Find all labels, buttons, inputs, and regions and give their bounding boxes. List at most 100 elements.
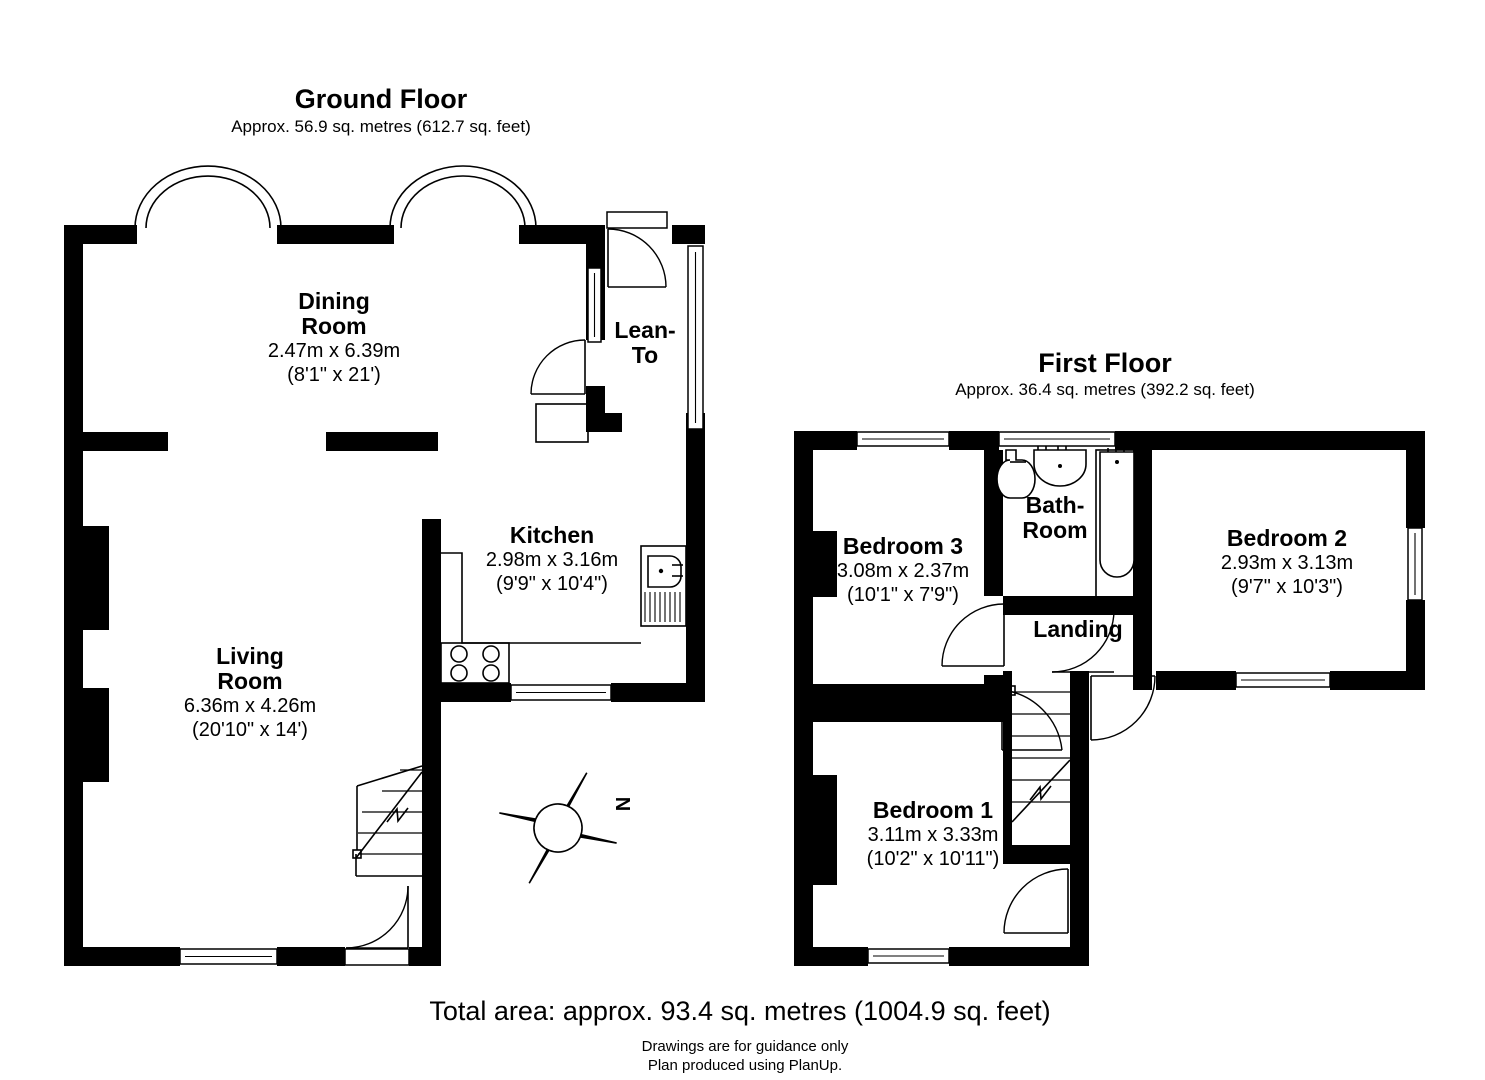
plan-footer: Total area: approx. 93.4 sq. metres (100… (429, 996, 1050, 1074)
label-lean-to: Lean- To (614, 317, 675, 368)
label-living-room: Living Room 6.36m x 4.26m (20'10" x 14') (184, 643, 316, 741)
label-bedroom-2: Bedroom 2 2.93m x 3.13m (9'7" x 10'3") (1221, 525, 1353, 598)
bedroom-1-dim-imperial: (10'2" x 10'11") (867, 848, 1000, 870)
dining-room-dim-imperial: (8'1" x 21') (287, 364, 381, 386)
first-floor-heading: First Floor Approx. 36.4 sq. metres (392… (955, 348, 1255, 399)
wall-b1-top-left (794, 703, 815, 722)
window-bedroom-2-bottom (1235, 672, 1331, 688)
living-room-dim-imperial: (20'10" x 14') (192, 719, 308, 741)
wall-first-right-upper (1406, 431, 1425, 528)
wall-ground-left-lower (64, 782, 83, 966)
total-area-text: Total area: approx. 93.4 sq. metres (100… (429, 996, 1050, 1026)
bedroom-3-name: Bedroom 3 (843, 533, 963, 559)
label-dining-room: Dining Room 2.47m x 6.39m (8'1" x 21') (268, 288, 400, 386)
window-bathroom-top (998, 431, 1116, 447)
wall-b1-top (813, 703, 1003, 722)
wall-ground-top-mid (277, 225, 394, 244)
label-bedroom-1: Bedroom 1 3.11m x 3.33m (10'2" x 10'11") (867, 797, 1000, 870)
bedroom-2-dim-imperial: (9'7" x 10'3") (1231, 576, 1343, 598)
wall-leanto-bottom (586, 413, 622, 432)
label-landing: Landing (1033, 616, 1122, 642)
wall-ground-kitchen-bottom-left (441, 683, 511, 702)
wall-first-left-upper (794, 431, 813, 531)
window-bedroom-3-top (856, 431, 950, 447)
wall-ground-living-right (422, 683, 441, 966)
wall-ground-right-main (686, 432, 705, 702)
wall-first-bottom-stair (1070, 947, 1089, 966)
wall-ground-left-chimney-1 (64, 526, 109, 630)
landing-name: Landing (1033, 616, 1122, 642)
leanto-glazing-window (687, 245, 704, 430)
wall-ground-left-chimney-2 (64, 688, 109, 782)
kitchen-worktop (441, 552, 641, 644)
kitchen-name-1: Kitchen (510, 522, 594, 548)
wall-ground-left-mid (64, 630, 83, 688)
kitchen-dim-metric: 2.98m x 3.16m (486, 549, 618, 571)
dining-room-name-1: Dining (298, 288, 370, 314)
wall-bath-right (1133, 450, 1152, 615)
wall-first-right-lower (1406, 600, 1425, 690)
bedroom-1-name: Bedroom 1 (873, 797, 993, 823)
wall-first-left-mid (794, 597, 813, 775)
toilet-icon (996, 449, 1036, 499)
leanto-side-window (587, 267, 602, 343)
ground-floor-title: Ground Floor (295, 84, 468, 114)
door-dining-to-leanto (530, 339, 586, 395)
wall-b3-bottom (813, 684, 984, 703)
bay-window-left-icon (134, 165, 282, 229)
front-entrance-door (344, 885, 410, 966)
wall-first-bottom-left (794, 947, 868, 966)
ground-floor-staircase (352, 765, 423, 877)
wash-basin-icon (1033, 446, 1087, 487)
bathroom-name-2: Room (1022, 517, 1087, 543)
door-bathroom (941, 603, 1005, 667)
compass-north-label: N (611, 797, 633, 811)
wall-bath-bottom (1003, 596, 1133, 615)
ground-floor-heading: Ground Floor Approx. 56.9 sq. metres (61… (231, 84, 531, 136)
wall-stair-left (1003, 671, 1012, 845)
living-room-name-1: Living (216, 643, 284, 669)
wall-ground-top-leanto (672, 225, 705, 244)
wall-internal-dining-right-return (419, 432, 438, 451)
wall-internal-dining-left (64, 432, 168, 451)
first-floor-title: First Floor (1038, 348, 1172, 378)
wall-ground-bottom-mid (277, 947, 345, 966)
wall-first-left-chimney-1 (794, 531, 837, 597)
first-floor-subtitle: Approx. 36.4 sq. metres (392.2 sq. feet) (955, 380, 1255, 399)
wall-first-left-chimney-2 (794, 775, 837, 885)
wall-first-bottom-left2 (949, 947, 1070, 966)
bedroom-2-name: Bedroom 2 (1227, 525, 1347, 551)
wall-first-top-mid-2 (1115, 431, 1137, 450)
disclaimer-line-1: Drawings are for guidance only (642, 1038, 849, 1055)
door-landing-to-stair (1051, 609, 1115, 673)
wall-b2-left (1133, 596, 1152, 690)
wall-first-left-lower (794, 885, 813, 966)
kitchen-sink-icon (640, 545, 687, 627)
label-kitchen: Kitchen 2.98m x 3.16m (9'9" x 10'4") (486, 522, 618, 595)
wall-first-b2-bottom-left (1156, 671, 1236, 690)
bay-window-right-icon (389, 165, 537, 229)
bathroom-name-1: Bath- (1026, 492, 1085, 518)
wall-first-top-mid (949, 431, 999, 450)
ground-floor-plan: Dining Room 2.47m x 6.39m (8'1" x 21') L… (64, 165, 705, 966)
lean-to-name-1: Lean- (614, 317, 675, 343)
living-room-name-2: Room (217, 668, 282, 694)
dining-room-name-2: Room (301, 313, 366, 339)
kitchen-dim-imperial: (9'9" x 10'4") (496, 573, 608, 595)
bedroom-2-dim-metric: 2.93m x 3.13m (1221, 552, 1353, 574)
wall-ground-bottom-left (64, 947, 180, 966)
living-room-dim-metric: 6.36m x 4.26m (184, 695, 316, 717)
window-bedroom-1-bottom (867, 948, 950, 964)
first-floor-plan: Bedroom 3 3.08m x 2.37m (10'1" x 7'9") B… (794, 431, 1425, 966)
dining-room-dim-metric: 2.47m x 6.39m (268, 340, 400, 362)
leanto-unit (535, 403, 589, 443)
compass-rose-icon: N (499, 772, 633, 884)
wall-b3-right-lower (984, 675, 1003, 703)
wall-stair-bottom (1003, 845, 1089, 864)
bedroom-3-dim-imperial: (10'1" x 7'9") (847, 584, 959, 606)
bathtub-icon (1095, 448, 1139, 599)
label-bathroom: Bath- Room (1022, 492, 1087, 543)
door-bedroom-1 (1003, 868, 1069, 934)
leanto-external-door (606, 211, 668, 288)
wall-internal-kitchen-left (422, 519, 441, 691)
